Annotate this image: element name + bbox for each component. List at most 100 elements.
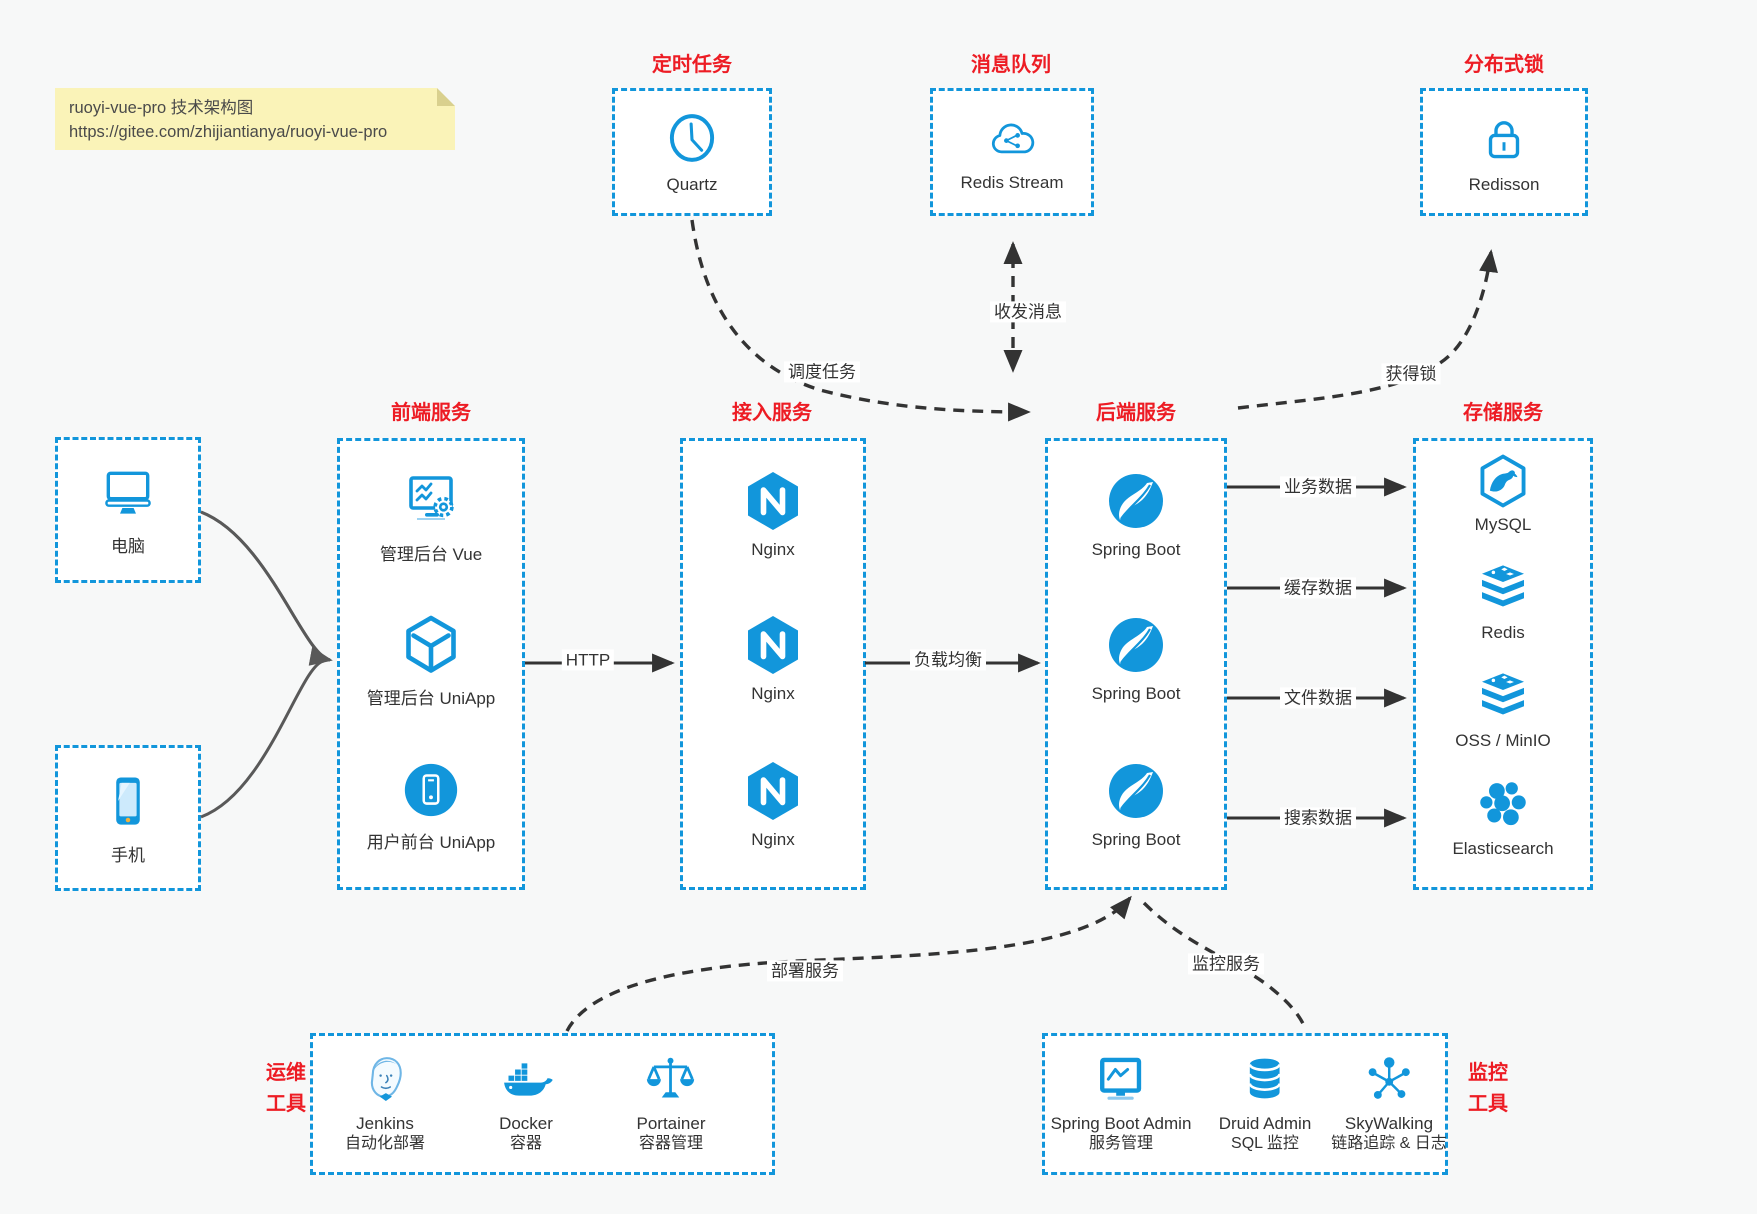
title-frontend: 前端服务 [391,402,471,424]
portainer-sub-label: 容器管理 [638,1135,704,1153]
edge-label-msg: 收发消息 [990,301,1066,323]
box-pc-client: 电脑 [55,437,201,583]
edge-label-monitoring: 监控服务 [1188,953,1264,975]
admin-vue-icon [409,476,454,520]
elasticsearch-icon [1480,782,1526,826]
note-fold-corner [437,88,455,106]
redis-icon [1482,565,1524,607]
portainer-label: Portainer [636,1114,706,1133]
skywalking-label: SkyWalking [1344,1114,1434,1133]
pc-label: 电脑 [111,537,145,556]
storage-item-redis: Redis [1416,561,1590,643]
edge-schedule-task [690,219,1031,422]
title-mq: 消息队列 [971,54,1051,76]
spring-boot-admin-icon [1100,1057,1142,1100]
redis-label: Redis [1481,623,1525,642]
title-timer: 定时任务 [652,54,732,76]
edge-label-http: HTTP [561,649,615,671]
portainer-icon [647,1057,695,1098]
spring-boot-label: Spring Boot [1091,684,1181,703]
druid-sub-label: SQL 监控 [1231,1135,1299,1153]
sba-label: Spring Boot Admin [1050,1114,1192,1133]
edge-label-cache: 缓存数据 [1280,577,1356,599]
mysql-label: MySQL [1474,515,1532,534]
druid-database-icon [1248,1058,1282,1099]
title-gateway: 接入服务 [732,402,812,424]
backend-item-2: Spring Boot [1048,613,1224,704]
frontend-item-vue: 管理后台 Vue [340,469,522,565]
edge-label-lb: 负载均衡 [910,649,986,671]
cube-icon [406,615,456,673]
user-uniapp-label: 用户前台 UniApp [366,833,496,852]
spring-boot-label: Spring Boot [1091,830,1181,849]
elasticsearch-label: Elasticsearch [1452,839,1554,858]
cloud-share-icon [991,123,1035,153]
edge-pc-to-frontend [200,510,331,662]
note-url: https://gitee.com/zhijiantianya/ruoyi-vu… [69,122,388,141]
storage-item-oss: OSS / MinIO [1416,669,1590,751]
box-mobile-client: 手机 [55,745,201,891]
nginx-icon [748,762,798,820]
title-storage: 存储服务 [1463,402,1543,424]
edge-label-biz: 业务数据 [1280,476,1356,498]
docker-sub-label: 容器 [509,1135,542,1153]
nginx-label: Nginx [751,684,795,703]
oss-minio-label: OSS / MinIO [1455,731,1551,750]
title-monitor-tools: 监控 工具 [1468,1062,1508,1115]
box-redisson: Redisson [1420,88,1588,216]
monitor-item-sba: Spring Boot Admin 服务管理 [1050,1052,1192,1155]
box-frontend-services: 管理后台 Vue 管理后台 UniApp 用户前台 UniApp [337,438,525,890]
box-backend-services: Spring Boot Spring Boot Spring Boot [1045,438,1227,890]
clock-icon [669,113,715,162]
frontend-item-uniapp-user: 用户前台 UniApp [340,759,522,853]
backend-item-3: Spring Boot [1048,759,1224,850]
sba-sub-label: 服务管理 [1088,1135,1153,1153]
storage-item-elasticsearch: Elasticsearch [1416,777,1590,859]
title-lock: 分布式锁 [1464,54,1544,76]
redisson-label: Redisson [1468,174,1540,194]
title-ops-tools: 运维 工具 [266,1062,306,1115]
spring-boot-icon [1109,618,1163,672]
sticky-note: ruoyi-vue-pro 技术架构图 https://gitee.com/zh… [55,88,455,150]
ops-item-docker: Docker 容器 [497,1052,555,1155]
storage-item-mysql: MySQL [1416,453,1590,535]
docker-label: Docker [499,1114,553,1133]
spring-boot-icon [1109,764,1163,818]
docker-icon [504,1063,553,1096]
jenkins-icon [370,1057,402,1101]
admin-uniapp-label: 管理后台 UniApp [366,689,496,708]
mobile-app-icon [404,763,458,817]
redis-stream-label: Redis Stream [960,172,1064,192]
mobile-label: 手机 [111,846,145,865]
edge-deploy-service [565,895,1132,1032]
backend-item-1: Spring Boot [1048,469,1224,560]
edge-label-schedule: 调度任务 [784,361,860,383]
box-gateway-services: Nginx Nginx Nginx [680,438,866,890]
title-backend: 后端服务 [1096,402,1176,424]
edge-label-file: 文件数据 [1280,687,1356,709]
edge-label-search: 搜索数据 [1280,807,1356,829]
box-redis-stream: Redis Stream [930,88,1094,216]
nginx-label: Nginx [751,830,795,849]
quartz-label: Quartz [666,174,718,194]
smartphone-icon [116,777,140,825]
ops-item-jenkins: Jenkins 自动化部署 [345,1052,425,1155]
admin-vue-label: 管理后台 Vue [379,545,483,564]
jenkins-sub-label: 自动化部署 [344,1135,426,1153]
edge-acquire-lock [1237,249,1498,410]
nginx-label: Nginx [751,540,795,559]
edge-label-lock: 获得锁 [1381,363,1441,385]
nginx-icon [748,616,798,674]
spring-boot-label: Spring Boot [1091,540,1181,559]
jenkins-label: Jenkins [356,1114,414,1133]
skywalking-sub-label: 链路追踪 & 日志 [1331,1135,1447,1153]
spring-boot-icon [1109,474,1163,528]
box-ops-tools: Jenkins 自动化部署 Docker 容器 [310,1033,775,1175]
box-quartz: Quartz [612,88,772,216]
monitor-item-druid: Druid Admin SQL 监控 [1219,1052,1311,1155]
skywalking-icon [1368,1057,1410,1099]
gateway-item-2: Nginx [683,613,863,704]
nginx-icon [748,472,798,530]
desktop-icon [105,471,151,514]
lock-icon [1488,120,1520,158]
